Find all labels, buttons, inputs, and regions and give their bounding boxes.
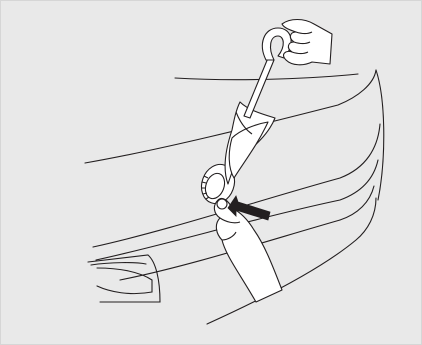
fingertip-pad [217, 199, 227, 209]
